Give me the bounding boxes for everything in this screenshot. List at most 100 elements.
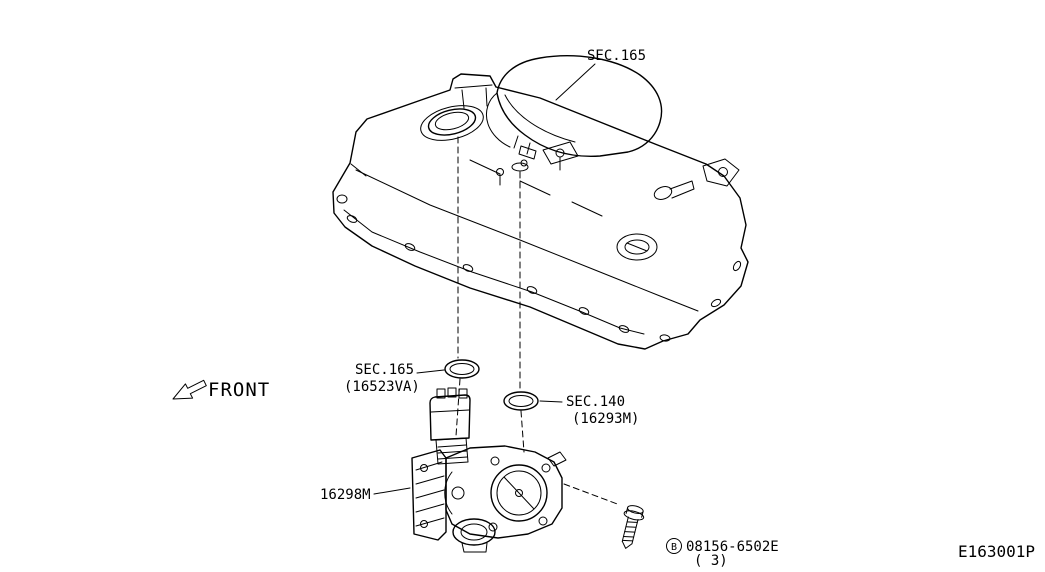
oil-filler-cap [427, 108, 477, 136]
throttle-bore [490, 464, 548, 522]
throttle-body-drawing [411, 387, 567, 553]
leader-dashed [520, 410, 525, 453]
line-detail [461, 542, 488, 553]
valve-cover-outline [332, 73, 749, 350]
flange-hole [526, 286, 538, 294]
flange-hole [710, 298, 722, 308]
callout-line [555, 63, 596, 101]
leader-dashed [563, 483, 621, 506]
flange-hole [659, 334, 671, 342]
callout-line [539, 400, 563, 403]
boss-bolt [490, 456, 500, 466]
bolt-qty-label: ( 3) [694, 553, 728, 569]
hose-clamp-icon [518, 145, 537, 160]
coil-bracket [542, 141, 579, 165]
callout-throttle-chamber[interactable]: 16298M [320, 487, 411, 503]
leader-lines [455, 136, 621, 506]
plate-hole [420, 520, 428, 528]
oil-cap-boss [420, 105, 484, 141]
callout-duct[interactable]: SEC.165 [555, 48, 646, 101]
line-detail [626, 242, 648, 252]
bolt-washer [623, 510, 645, 521]
throttle-chamber-part-label[interactable]: 16298M [320, 487, 371, 503]
oil-filler-cap-inner [434, 111, 470, 131]
boss-bolt [541, 463, 551, 473]
gasket-lower-part-label[interactable]: (16293M) [572, 411, 639, 427]
gasket-lower-ring [503, 391, 539, 411]
bolt-tip [621, 540, 633, 549]
callout-line [416, 369, 445, 374]
rib-lines [469, 159, 603, 217]
line-detail [485, 92, 511, 148]
connector-body [429, 394, 471, 441]
line-detail [499, 156, 561, 186]
gasket-upper-part-label[interactable]: (16523VA) [344, 379, 420, 395]
gasket-upper-ring [444, 359, 480, 379]
idle-air-cylinder-inner [460, 523, 488, 541]
line-detail [350, 163, 367, 177]
boss-bolt [538, 516, 548, 526]
crease-line [355, 169, 699, 312]
flange-hole [404, 243, 416, 251]
connector-tab [458, 388, 468, 399]
fitting [547, 451, 567, 467]
hose-clamp-icon [513, 135, 531, 155]
plate-hole [420, 464, 428, 472]
bolt-drawing [621, 505, 645, 549]
bolt-part-label[interactable]: 08156-6502E [686, 539, 779, 555]
line-detail [504, 94, 576, 143]
bolt-marker-circle [666, 538, 682, 554]
side-bracket [702, 158, 740, 187]
bracket-hole [718, 167, 728, 177]
callout-bolt[interactable]: B 08156-6502E ( 3) [666, 538, 779, 570]
front-label: FRONT [208, 379, 270, 401]
throttle-shaft [515, 489, 523, 497]
line-detail [430, 409, 470, 413]
round-boss [616, 233, 658, 261]
front-arrow-icon [172, 379, 207, 400]
motor-housing [435, 437, 469, 465]
flange-hole [578, 307, 590, 315]
flange-hole [346, 215, 358, 223]
pcv-tube [669, 180, 695, 199]
ear-hole [336, 194, 348, 204]
linkage-pivot [451, 486, 465, 500]
mounting-plate [411, 449, 447, 541]
hatch-lines [415, 461, 445, 527]
gasket-lower-ring-inner [508, 395, 534, 407]
top-bracket [454, 84, 493, 109]
bolt-head [627, 505, 644, 514]
connector-tab [447, 387, 457, 398]
valve-cover-drawing [332, 73, 749, 350]
connector-tab [436, 388, 446, 399]
gasket-upper-drawing [444, 359, 480, 379]
flange-hole [462, 264, 474, 272]
front-indicator: FRONT [172, 379, 270, 401]
throttle-bore-inner [496, 470, 542, 516]
bolt-threads [622, 521, 638, 542]
gasket-upper-ring-inner [449, 363, 475, 375]
bolt-marker-label[interactable]: B [671, 542, 677, 553]
linkage-arc [444, 471, 453, 515]
callout-line [373, 487, 411, 495]
callout-gasket-upper[interactable]: SEC.165 (16523VA) [344, 362, 445, 395]
gasket-lower-section-label[interactable]: SEC.140 [566, 394, 625, 410]
bolt-head-side [625, 507, 644, 518]
bolt-shaft [621, 516, 639, 545]
round-boss-inner [624, 239, 650, 255]
port-hole [511, 162, 529, 172]
flange-hole [732, 260, 742, 272]
callout-gasket-lower[interactable]: SEC.140 (16293M) [539, 394, 639, 427]
air-duct-drawing [485, 55, 663, 167]
gasket-upper-section-label[interactable]: SEC.165 [355, 362, 414, 378]
butterfly-valve [503, 476, 535, 510]
flange-hole [618, 325, 630, 333]
drawing-code: E163001P [958, 542, 1035, 561]
gasket-lower-drawing [503, 391, 539, 411]
pcv-fitting [653, 186, 673, 200]
duct-section-label[interactable]: SEC.165 [587, 48, 646, 64]
leader-dashed [455, 378, 461, 437]
flange-line [343, 209, 645, 335]
